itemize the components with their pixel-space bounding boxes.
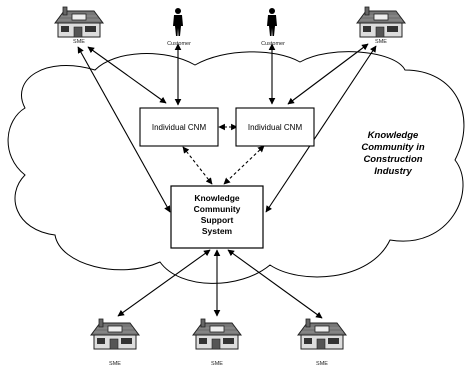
community-label: Knowledge Community in Construction Indu… bbox=[361, 130, 425, 177]
customer-right: Customer bbox=[261, 8, 285, 47]
sme-top-left-label: SME bbox=[73, 39, 85, 45]
customer-left: Customer bbox=[167, 8, 191, 47]
community-label-line-4: Industry bbox=[374, 166, 412, 177]
sme-top-left: SME bbox=[54, 6, 104, 45]
cnm-left-label: Individual CNM bbox=[152, 123, 207, 132]
customer-right-label: Customer bbox=[261, 41, 285, 47]
sme-bottom-left-label: SME bbox=[109, 361, 121, 367]
sme-bottom-left: SME bbox=[90, 318, 140, 367]
dashed-arrow-cnm-right-support bbox=[223, 145, 265, 185]
community-label-line-3: Construction bbox=[363, 154, 422, 165]
cnm-right-label: Individual CNM bbox=[248, 123, 303, 132]
support-system-line-3: Support bbox=[201, 215, 234, 225]
support-system-line-2: Community bbox=[194, 204, 241, 214]
arrow-support-sme-bl bbox=[117, 249, 211, 317]
cnm-right-box: Individual CNM bbox=[235, 107, 315, 147]
sme-bottom-right-label: SME bbox=[316, 361, 328, 367]
customer-left-label: Customer bbox=[167, 41, 191, 47]
community-label-line-2: Community in bbox=[361, 142, 425, 153]
sme-top-right: SME bbox=[356, 6, 406, 45]
support-system-box: Knowledge Community Support System bbox=[170, 185, 264, 249]
sme-bottom-right: SME bbox=[297, 318, 347, 367]
arrow-support-sme-br bbox=[227, 249, 323, 319]
support-system-line-1: Knowledge bbox=[194, 193, 240, 203]
sme-top-right-label: SME bbox=[375, 39, 387, 45]
arrow-sme-tl-support bbox=[77, 46, 171, 213]
cnm-left-box: Individual CNM bbox=[139, 107, 219, 147]
sme-bottom-center-label: SME bbox=[211, 361, 223, 367]
community-label-line-1: Knowledge bbox=[368, 130, 419, 141]
sme-bottom-center: SME bbox=[192, 318, 242, 367]
support-system-line-4: System bbox=[202, 226, 233, 236]
arrow-sme-tr-support bbox=[265, 45, 377, 213]
dashed-arrow-cnm-left-support bbox=[182, 146, 213, 185]
connections bbox=[77, 43, 377, 319]
